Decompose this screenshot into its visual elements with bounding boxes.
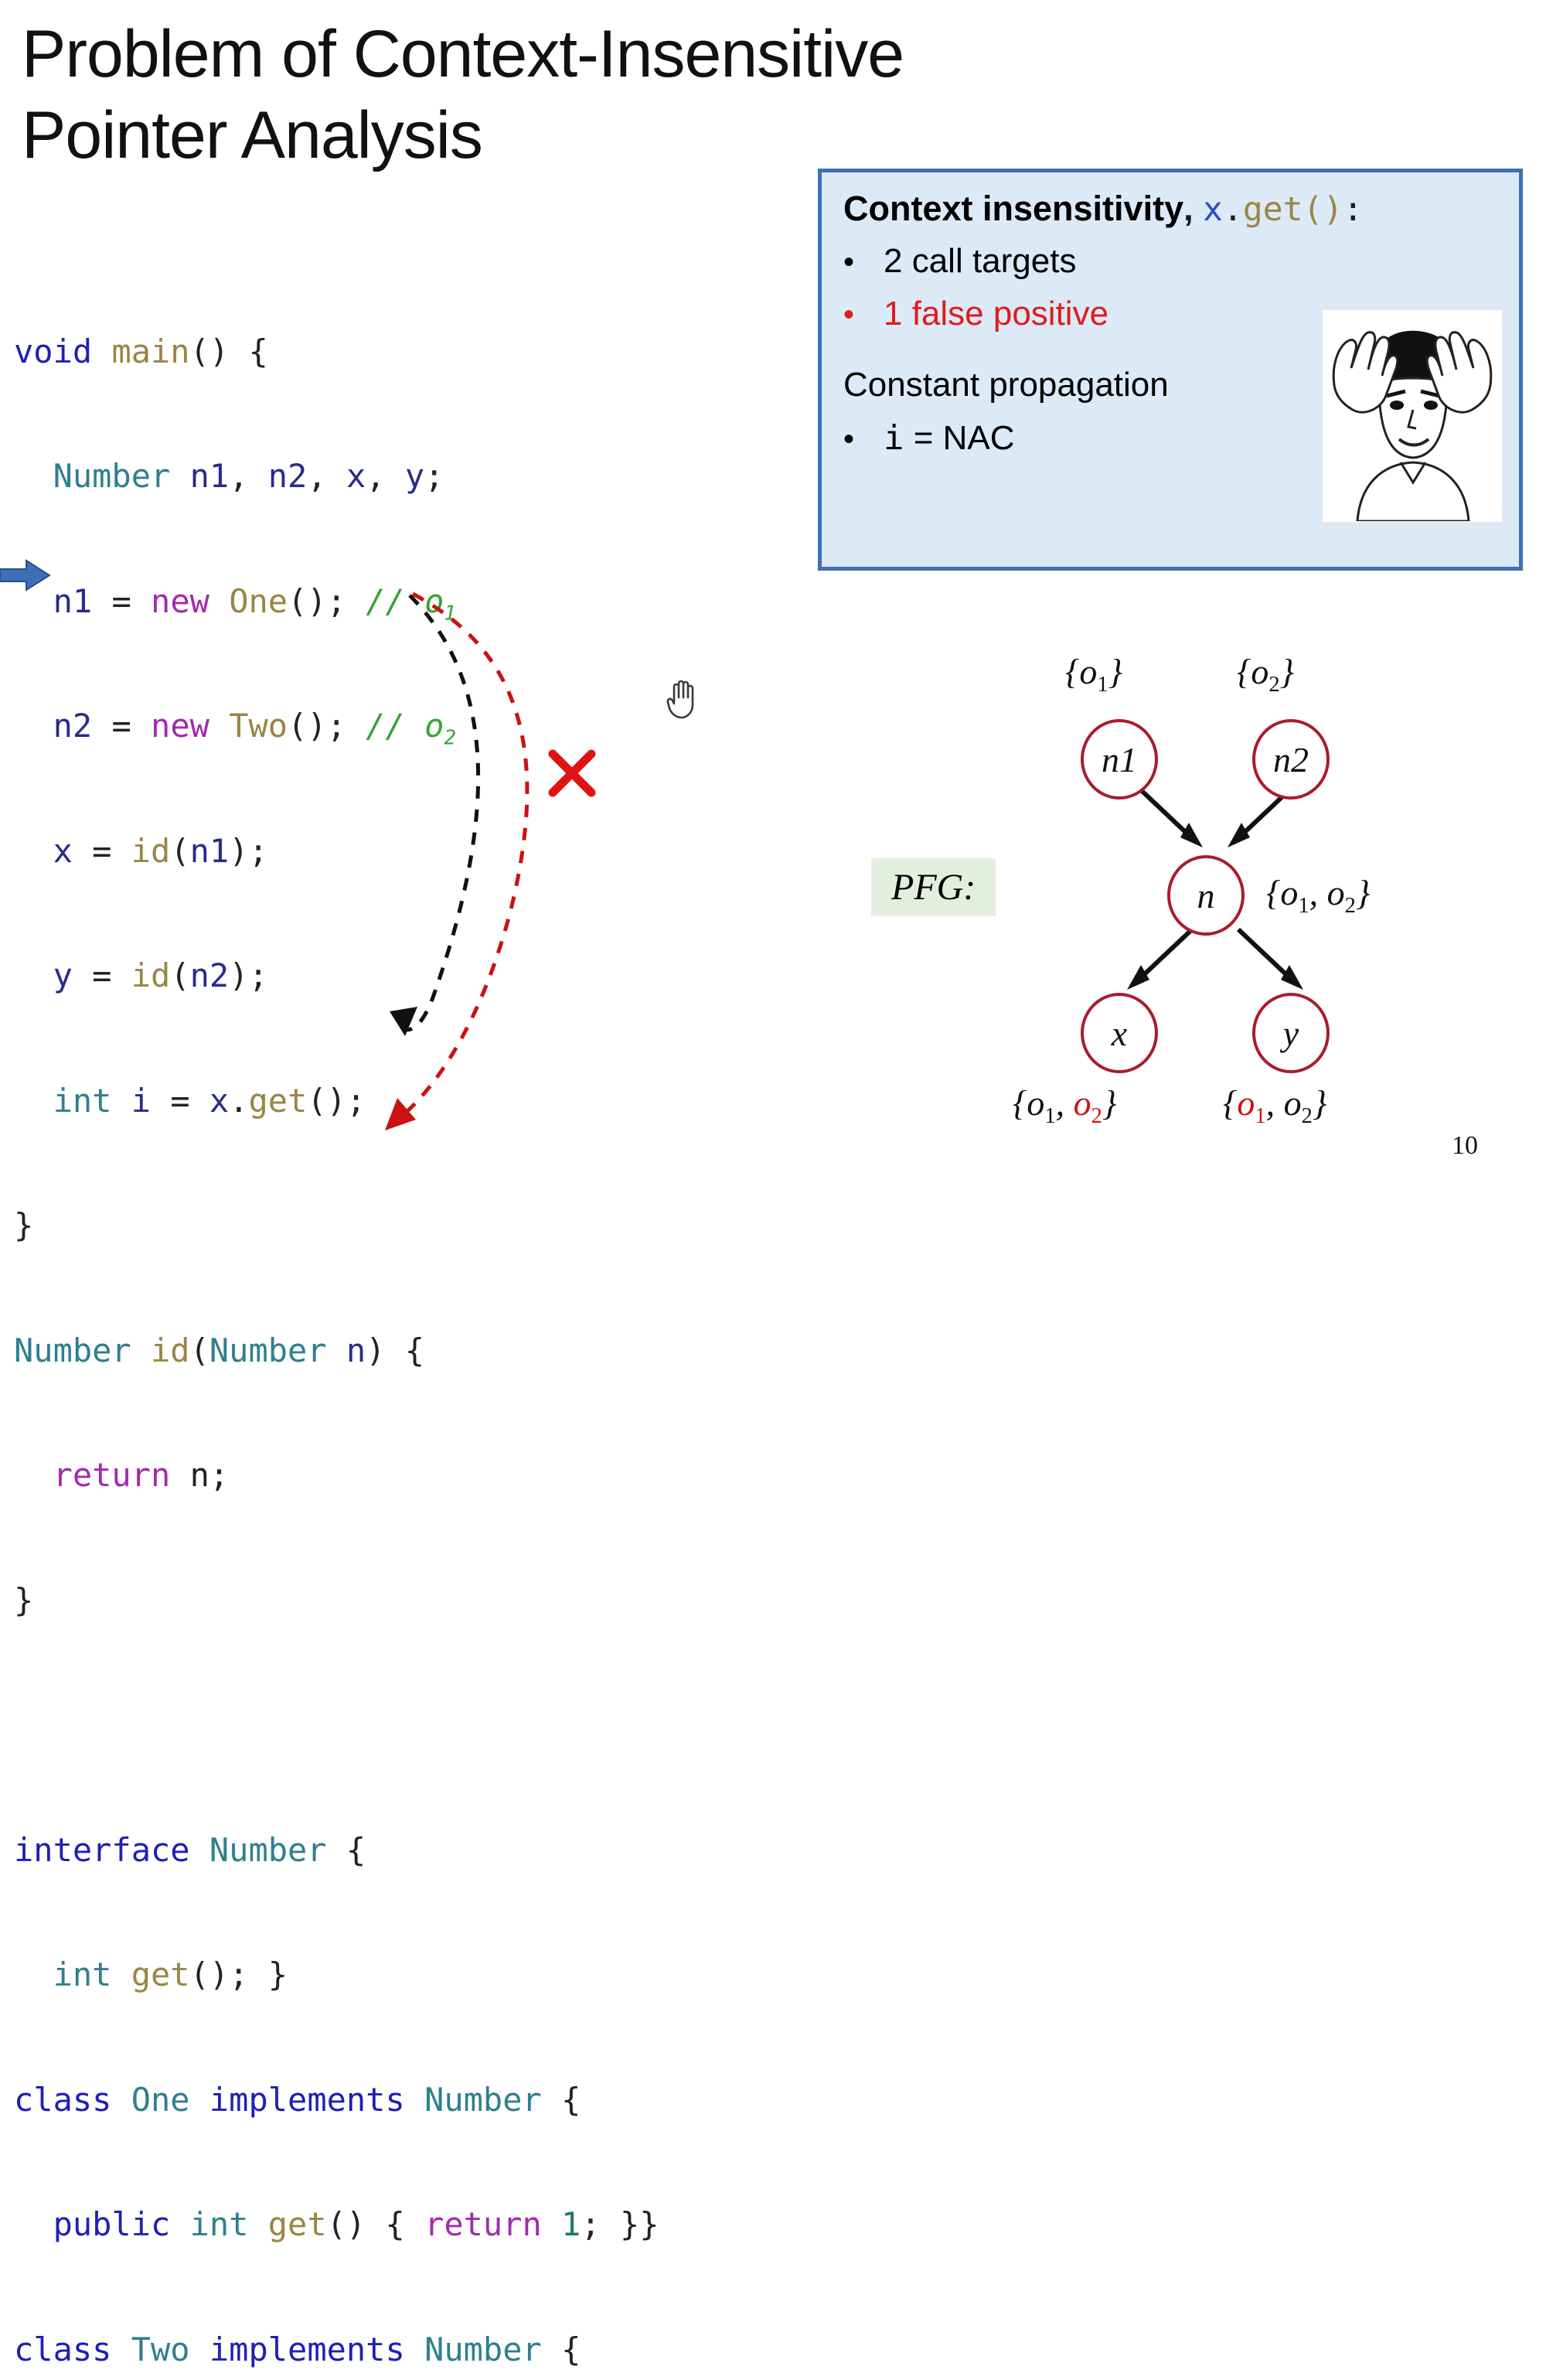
hand-cursor-icon xyxy=(666,680,694,719)
pfg-node-y-label: y xyxy=(1282,1013,1299,1053)
code-line-8: } xyxy=(14,1206,34,1244)
page-title: Problem of Context-Insensitive Pointer A… xyxy=(22,14,1057,176)
code-block: void main() { Number n1, n2, x, y; n1 = … xyxy=(14,247,833,2380)
pfg-node-n2[interactable]: n2 xyxy=(1252,719,1330,800)
pfg-set-n2: {o2} xyxy=(1237,652,1295,697)
code-line-5: x = id(n1); xyxy=(53,831,268,870)
infobox-heading-colon: : xyxy=(1343,190,1364,229)
code-line-10: return n; xyxy=(53,1456,230,1494)
pfg-node-y[interactable]: y xyxy=(1252,993,1330,1073)
code-line-13: interface Number { xyxy=(14,1830,366,1869)
code-line-11: } xyxy=(14,1580,34,1619)
pfg-set-y: {o1, o2} xyxy=(1223,1083,1327,1129)
bullet-icon: • xyxy=(843,422,855,457)
slide-number: 10 xyxy=(1452,1131,1478,1160)
pfg-node-x[interactable]: x xyxy=(1081,993,1158,1073)
code-line-4: n2 = new Two(); // o2 xyxy=(53,707,457,750)
context-insensitivity-infobox: Context insensitivity, x.get(): • 2 call… xyxy=(818,169,1523,571)
pfg-set-n: {o1, o2} xyxy=(1266,873,1371,919)
infobox-const-prop-title: Constant propagation xyxy=(843,366,1169,404)
code-line-7: int i = x.get(); xyxy=(53,1081,366,1120)
pfg-set-n1: {o1} xyxy=(1065,652,1123,697)
infobox-nac-rest: = NAC xyxy=(904,419,1015,458)
infobox-heading-comma: , xyxy=(1183,189,1194,228)
infobox-heading-dot: . xyxy=(1223,190,1243,229)
code-line-12 xyxy=(14,1704,833,1746)
infobox-bullet-call-targets-label: 2 call targets xyxy=(884,242,1077,281)
pfg-node-n1-label: n1 xyxy=(1102,739,1137,779)
code-line-9: Number id(Number n) { xyxy=(14,1331,425,1369)
infobox-bullet-call-targets: • 2 call targets xyxy=(843,242,1499,281)
title-line-2: Pointer Analysis xyxy=(22,97,483,172)
infobox-bullet-false-positive-label: 1 false positive xyxy=(884,295,1109,333)
code-line-14: int get(); } xyxy=(53,1955,288,1993)
code-line-17: class Two implements Number { xyxy=(14,2330,581,2368)
comment-o1: // o1 xyxy=(366,581,457,625)
pfg-node-n-label: n xyxy=(1197,875,1215,916)
pfg-node-x-label: x xyxy=(1111,1013,1128,1053)
comment-o2: // o2 xyxy=(366,707,457,750)
infobox-heading-get: get() xyxy=(1242,190,1343,229)
infobox-nac-var: i xyxy=(884,418,904,459)
bullet-icon: • xyxy=(843,298,855,332)
code-line-16: public int get() { return 1; }} xyxy=(53,2205,659,2243)
title-line-1: Problem of Context-Insensitive xyxy=(22,17,904,91)
code-line-2: Number n1, n2, x, y; xyxy=(53,457,444,495)
bullet-icon: • xyxy=(843,245,855,280)
pfg-node-n2-label: n2 xyxy=(1273,739,1309,779)
infobox-bullet-nac: • i = NAC xyxy=(843,418,1499,458)
blue-pointer-arrow-icon xyxy=(0,559,51,592)
code-line-3: n1 = new One(); // o1 xyxy=(53,581,457,625)
pfg-node-n1[interactable]: n1 xyxy=(1081,719,1158,800)
facepalm-meme-image xyxy=(1323,310,1502,522)
code-line-1: void main() { xyxy=(14,332,268,370)
pfg-label: PFG: xyxy=(871,858,996,916)
infobox-heading-x: x xyxy=(1203,190,1224,229)
infobox-heading: Context insensitivity, x.get(): xyxy=(843,189,1499,228)
code-line-15: class One implements Number { xyxy=(14,2080,581,2119)
pfg-node-n[interactable]: n xyxy=(1167,855,1245,936)
infobox-heading-bold: Context insensitivity xyxy=(843,189,1184,228)
code-line-6: y = id(n2); xyxy=(53,956,268,994)
infobox-bullet-false-positive: • 1 false positive xyxy=(843,295,1499,333)
pfg-set-x: {o1, o2} xyxy=(1013,1083,1117,1129)
